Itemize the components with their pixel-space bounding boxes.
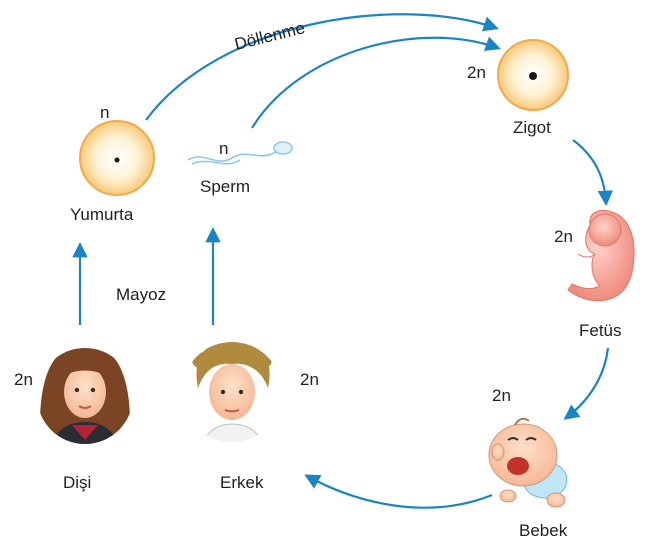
- baby-icon: [489, 419, 567, 507]
- sperm-label: Sperm: [200, 178, 250, 195]
- egg-label: Yumurta: [70, 206, 133, 223]
- fetus-ploidy: 2n: [554, 228, 573, 245]
- arrow-zygote-fetus: [573, 140, 606, 203]
- meiosis-label: Mayoz: [116, 286, 166, 303]
- arrow-fetus-baby: [566, 348, 608, 418]
- sperm-ploidy: n: [219, 140, 228, 157]
- male-label: Erkek: [220, 474, 263, 491]
- egg-ploidy: n: [100, 104, 109, 121]
- arrow-baby-male: [307, 476, 492, 508]
- zygote-ploidy: 2n: [467, 64, 486, 81]
- fertilization-arrow-sperm: [252, 38, 498, 128]
- female-portrait-icon: [30, 340, 140, 450]
- female-ploidy: 2n: [14, 371, 33, 388]
- fertilization-arrow-egg: [146, 14, 496, 120]
- baby-ploidy: 2n: [492, 387, 511, 404]
- male-ploidy: 2n: [300, 371, 319, 388]
- sperm-icon: [188, 142, 292, 164]
- female-label: Dişi: [63, 474, 91, 491]
- male-portrait-icon: [180, 340, 290, 450]
- egg-cell-icon: [80, 121, 154, 195]
- fetus-icon: [568, 211, 634, 301]
- baby-label: Bebek: [519, 522, 567, 539]
- zygote-label: Zigot: [513, 119, 551, 136]
- fetus-label: Fetüs: [579, 322, 622, 339]
- zygote-cell-icon: [498, 40, 568, 110]
